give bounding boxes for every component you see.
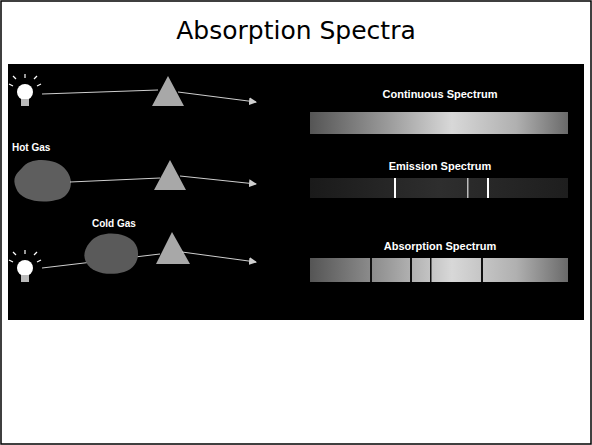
emission-spectrum-band — [310, 178, 568, 198]
gas-label: Cold Gas — [92, 218, 136, 229]
spectrum-label: Emission Spectrum — [389, 160, 492, 172]
image-ground — [8, 64, 584, 320]
light-bulb — [9, 74, 41, 106]
light-ray — [180, 176, 256, 184]
light-ray — [182, 252, 256, 262]
light-ray — [70, 178, 160, 182]
light-bulb — [9, 250, 41, 282]
prism — [156, 232, 190, 264]
cold-gas-cloud — [84, 233, 138, 273]
spectrum-label: Absorption Spectrum — [384, 240, 496, 252]
spectrum-label: Continuous Spectrum — [383, 88, 498, 100]
prism — [154, 160, 186, 190]
slide-title: Absorption Spectra — [176, 16, 416, 45]
prism — [152, 76, 184, 106]
absorption-lines — [370, 258, 483, 282]
hot-gas-cloud — [14, 160, 71, 202]
absorption-spectrum-band — [310, 258, 568, 282]
continuous-spectrum-band — [310, 112, 568, 134]
gas-label: Hot Gas — [12, 142, 50, 153]
light-ray — [178, 92, 256, 102]
light-ray — [42, 90, 158, 94]
emission-lines — [394, 178, 489, 198]
